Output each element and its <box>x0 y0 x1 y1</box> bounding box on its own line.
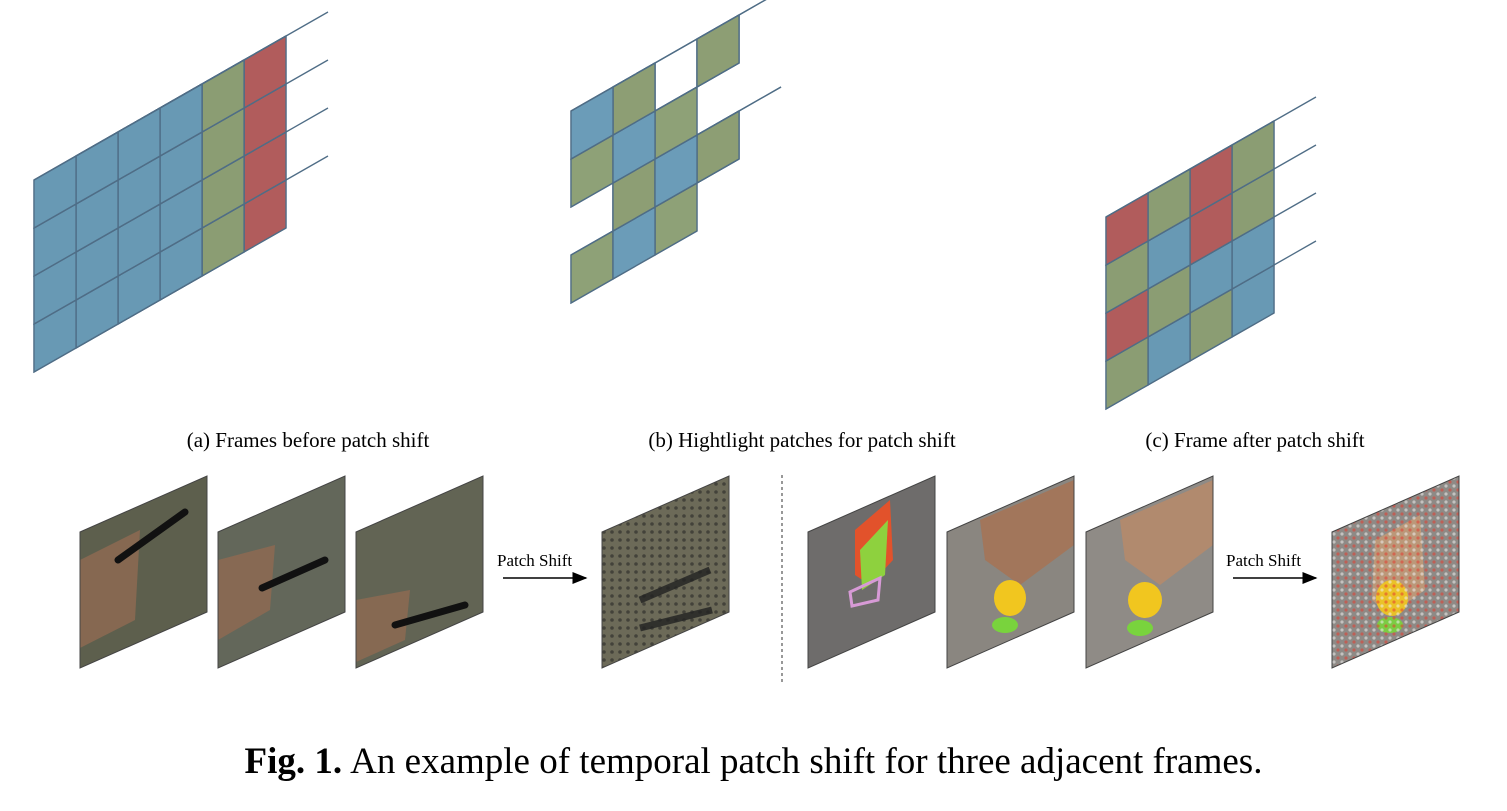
subcaption-a: (a) Frames before patch shift <box>186 428 430 452</box>
pen-frame-shifted <box>601 475 730 669</box>
toy-frame-shifted <box>1331 475 1460 669</box>
subcaption-b: (b) Hightlight patches for patch shift <box>648 428 956 452</box>
cube-frames-before-shift <box>33 11 329 374</box>
patch-shift-label-left: Patch Shift <box>497 551 573 570</box>
toy-frame-1 <box>807 475 936 669</box>
figure-caption-text: An example of temporal patch shift for t… <box>350 741 1263 782</box>
toy-frame-2 <box>946 475 1075 669</box>
pen-frame-1 <box>79 475 208 669</box>
patch-shift-label-right: Patch Shift <box>1226 551 1302 570</box>
pen-frame-2 <box>217 475 346 669</box>
figure-label: Fig. 1. <box>244 741 343 782</box>
pen-frame-3 <box>355 475 484 669</box>
toy-frame-3 <box>1085 475 1214 669</box>
figure-caption: Fig. 1.An example of temporal patch shif… <box>0 740 1507 783</box>
subcaption-c: (c) Frame after patch shift <box>1145 428 1365 452</box>
cube-frame-after-shift <box>1105 96 1317 411</box>
cube-highlight-patches <box>570 0 782 305</box>
